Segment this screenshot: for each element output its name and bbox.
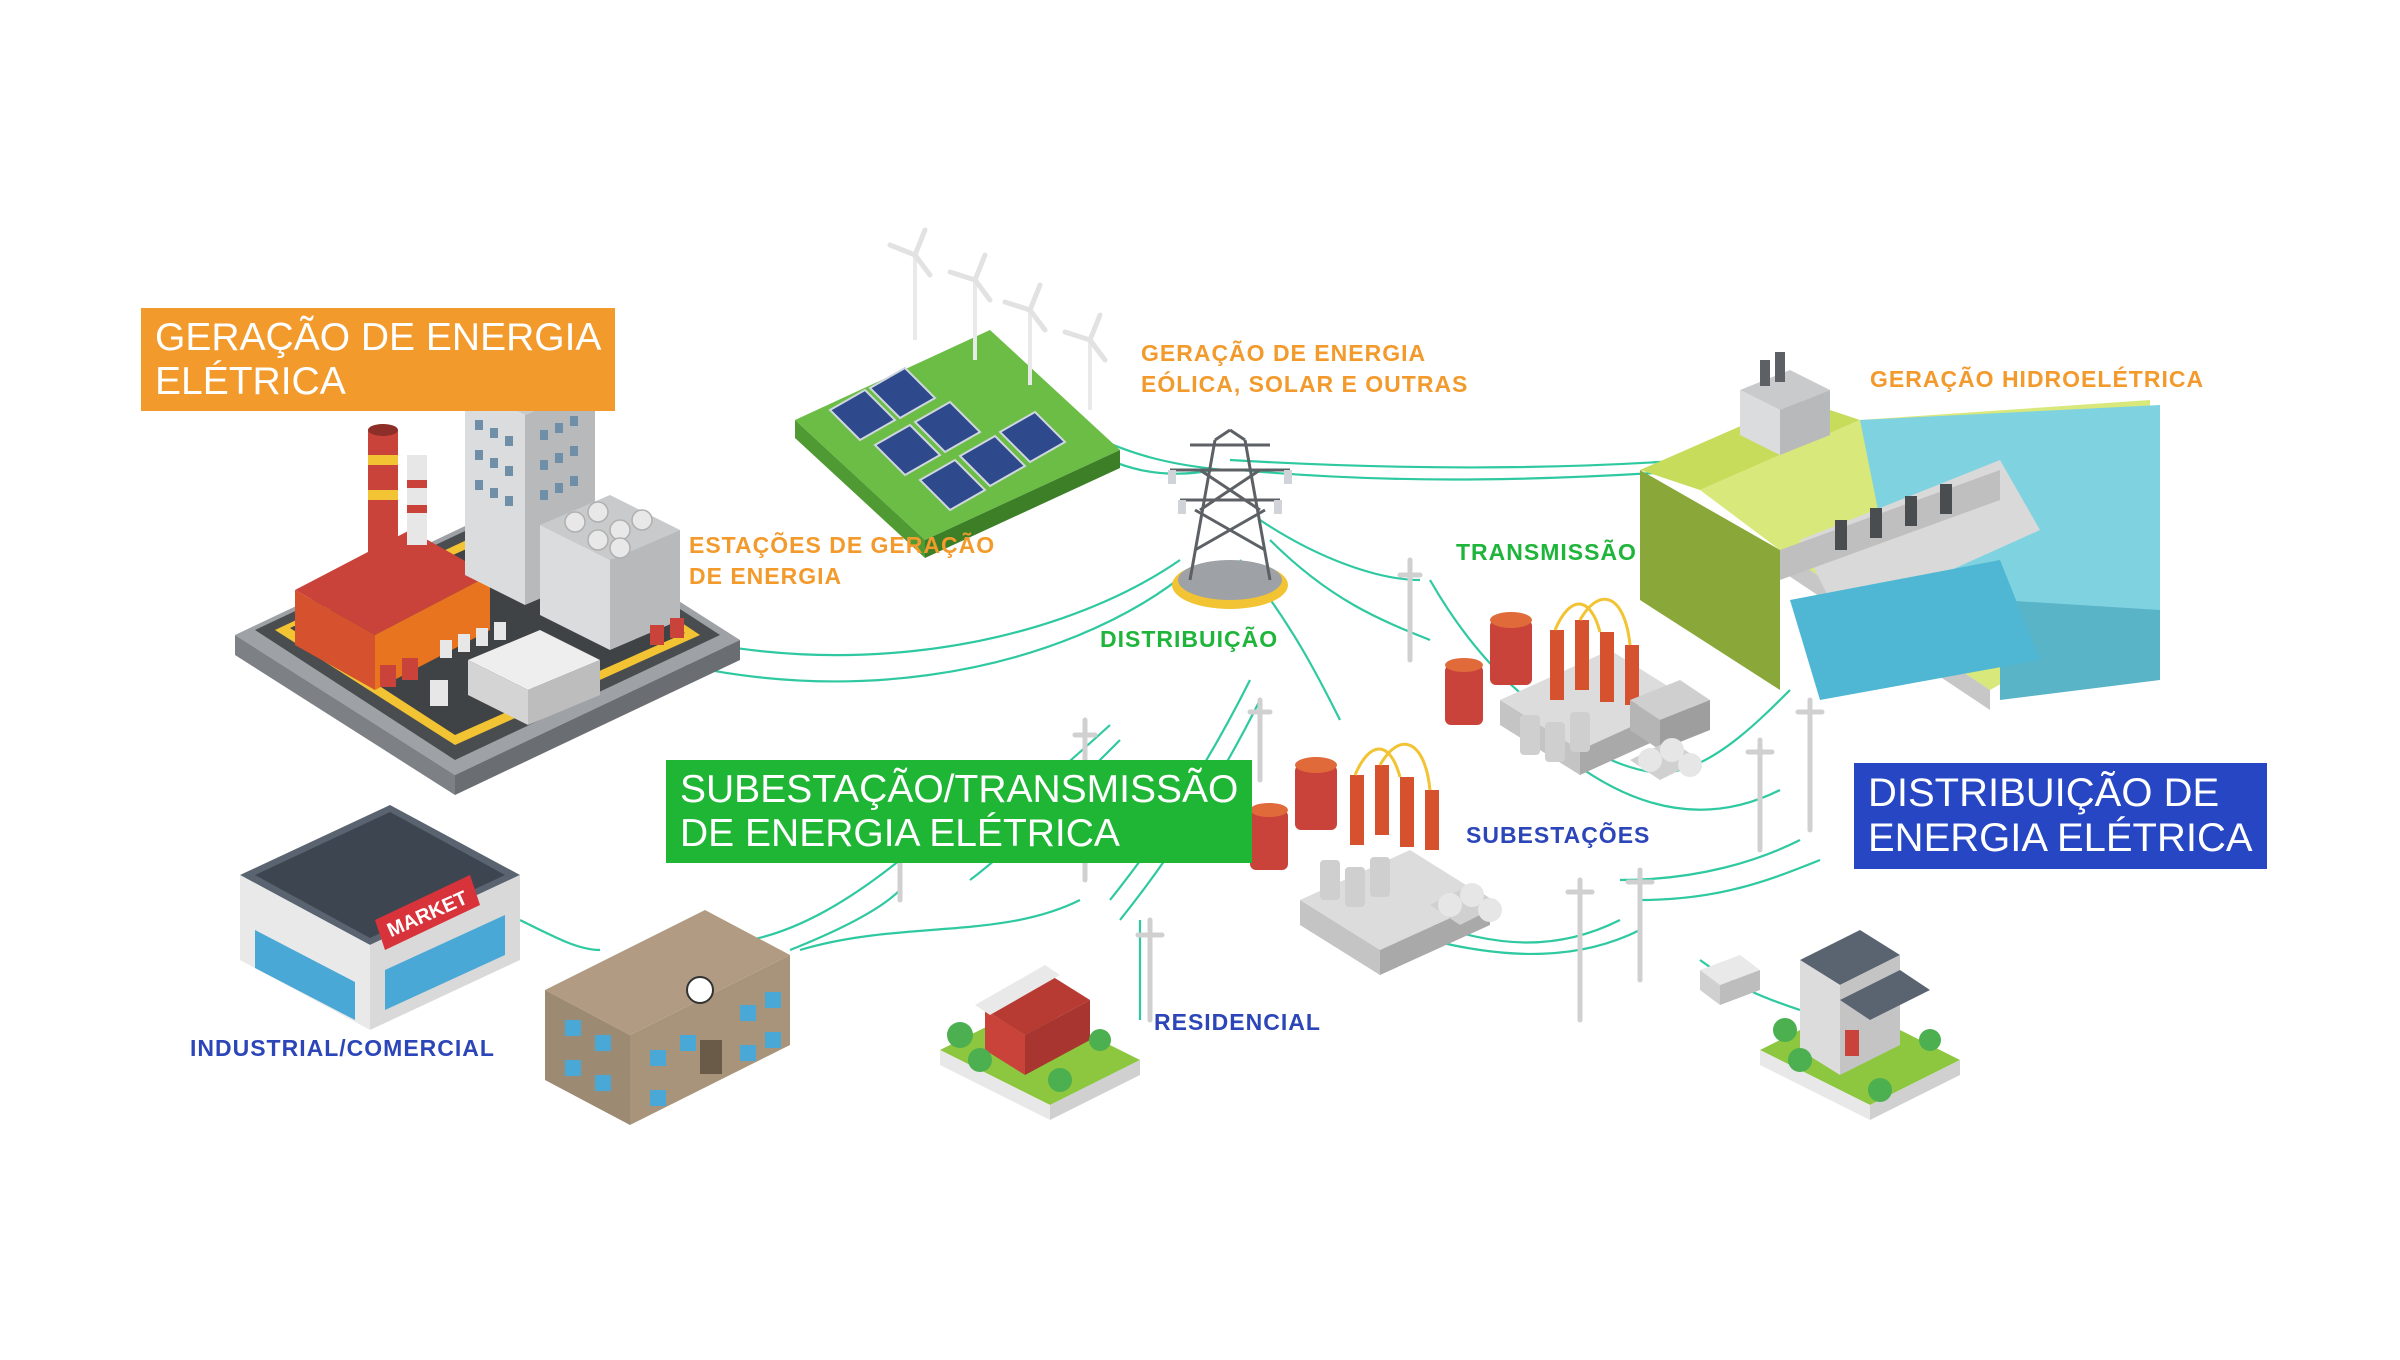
label-industrial: INDUSTRIAL/COMERCIAL (190, 1035, 495, 1061)
label-stations-line-1: ESTAÇÕES DE GERAÇÃO (689, 532, 996, 558)
heading-substation: SUBESTAÇÃO/TRANSMISSÃO DE ENERGIA ELÉTRI… (666, 760, 1253, 864)
residential-house-red (940, 965, 1140, 1120)
substation-lower (1250, 742, 1502, 975)
label-stations: ESTAÇÕES DE GERAÇÃO DE ENERGIA (689, 530, 995, 592)
office-building (545, 910, 790, 1125)
heading-generation: GERAÇÃO DE ENERGIA ELÉTRICA (141, 308, 616, 412)
label-residential: RESIDENCIAL (1154, 1009, 1321, 1035)
heading-substation-line-2: DE ENERGIA ELÉTRICA (680, 811, 1120, 855)
label-wind-solar-line-2: EÓLICA, SOLAR E OUTRAS (1141, 371, 1469, 398)
heading-generation-line-2: ELÉTRICA (155, 359, 346, 403)
heading-distribution: DISTRIBUIÇÃO DE ENERGIA ELÉTRICA (1854, 763, 2267, 869)
market-building: MARKET (240, 805, 520, 1030)
label-transmission: TRANSMISSÃO (1456, 539, 1637, 565)
heading-generation-line-1: GERAÇÃO DE ENERGIA (155, 316, 602, 359)
substation-upper (1445, 597, 1710, 780)
label-wind-solar: GERAÇÃO DE ENERGIA EÓLICA, SOLAR E OUTRA… (1141, 338, 1468, 400)
hydro-dam (1640, 352, 2160, 710)
label-substations: SUBESTAÇÕES (1466, 822, 1651, 848)
residential-house-blue (1760, 930, 1960, 1120)
label-hydro: GERAÇÃO HIDROELÉTRICA (1870, 366, 2205, 392)
heading-distribution-line-2: ENERGIA ELÉTRICA (1868, 815, 2253, 860)
transmission-tower (1168, 428, 1292, 609)
transformer-box (1700, 955, 1760, 1005)
heading-substation-line-1: SUBESTAÇÃO/TRANSMISSÃO (680, 768, 1239, 811)
power-plant (235, 355, 740, 795)
wind-solar-farm (795, 227, 1120, 558)
heading-distribution-line-1: DISTRIBUIÇÃO DE (1868, 771, 2220, 815)
label-distribution: DISTRIBUIÇÃO (1100, 626, 1279, 652)
label-stations-line-2: DE ENERGIA (689, 563, 843, 590)
label-wind-solar-line-1: GERAÇÃO DE ENERGIA (1141, 340, 1427, 366)
